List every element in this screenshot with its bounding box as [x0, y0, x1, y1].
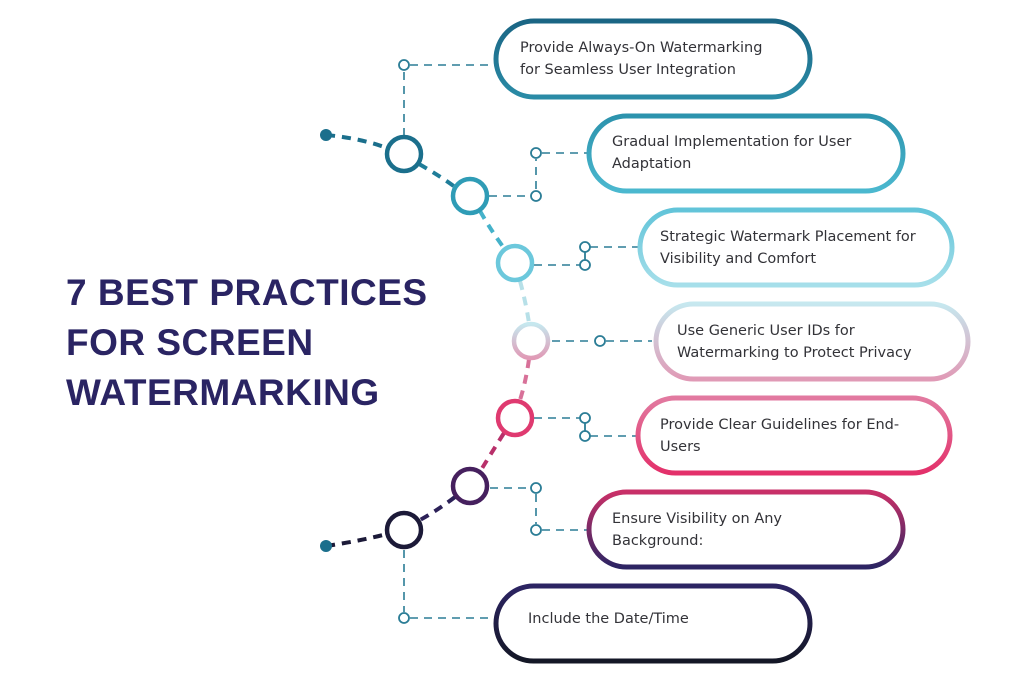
title-line-2: FOR SCREEN — [66, 322, 314, 363]
step-ring-1 — [384, 134, 424, 174]
node-6b — [530, 524, 542, 536]
practice-box-4 — [653, 301, 971, 382]
practice-box-3 — [637, 207, 955, 288]
step-ring-7 — [384, 510, 424, 550]
node-1 — [398, 59, 410, 71]
step-ring-6 — [450, 466, 490, 506]
step-rings — [384, 134, 551, 550]
practice-box-5 — [635, 395, 953, 476]
node-3b — [579, 259, 591, 271]
node-5a — [579, 412, 591, 424]
node-3a — [579, 241, 591, 253]
step-ring-4 — [511, 321, 551, 361]
step-ring-3 — [495, 243, 535, 283]
page-title: 7 BEST PRACTICES FOR SCREEN WATERMARKING — [66, 268, 486, 418]
spine-seg-2-3 — [478, 210, 506, 250]
practice-boxes — [493, 18, 971, 664]
spine-start-bottom — [325, 532, 388, 548]
start-dot-bottom — [320, 540, 332, 552]
practice-label-2: Gradual Implementation for User Adaptati… — [612, 134, 852, 172]
connector-nodes — [398, 59, 606, 624]
node-7 — [398, 612, 410, 624]
spine-seg-4-5 — [518, 358, 531, 401]
spine-start-top — [325, 133, 388, 150]
practice-label-4: Use Generic User IDs for Watermarking to… — [677, 323, 912, 361]
practice-label-5: Provide Clear Guidelines for End- Users — [660, 417, 900, 455]
practice-box-1 — [493, 18, 813, 100]
step-ring-5 — [495, 398, 535, 438]
practice-box-6 — [586, 489, 906, 570]
spine-seg-5-6 — [479, 431, 506, 472]
node-2b — [530, 190, 542, 202]
start-dot-top — [320, 129, 332, 141]
step-ring-2 — [450, 176, 490, 216]
node-2a — [530, 147, 542, 159]
spine — [325, 133, 531, 548]
spine-seg-1-2 — [418, 162, 457, 189]
practice-box-7 — [493, 583, 813, 664]
spine-seg-6-7 — [419, 495, 457, 522]
node-4 — [594, 335, 606, 347]
practice-label-3: Strategic Watermark Placement for Visibi… — [660, 229, 916, 267]
node-5b — [579, 430, 591, 442]
node-6a — [530, 482, 542, 494]
practice-label-1: Provide Always-On Watermarking for Seaml… — [520, 40, 763, 78]
connectors — [403, 64, 652, 619]
title-line-3: WATERMARKING — [66, 372, 380, 413]
practice-box-2 — [586, 113, 906, 194]
spine-seg-3-4 — [518, 280, 531, 324]
practice-label-7: Include the Date/Time — [528, 611, 689, 627]
title-line-1: 7 BEST PRACTICES — [66, 272, 428, 313]
practice-label-6: Ensure Visibility on Any Background: — [612, 511, 783, 549]
